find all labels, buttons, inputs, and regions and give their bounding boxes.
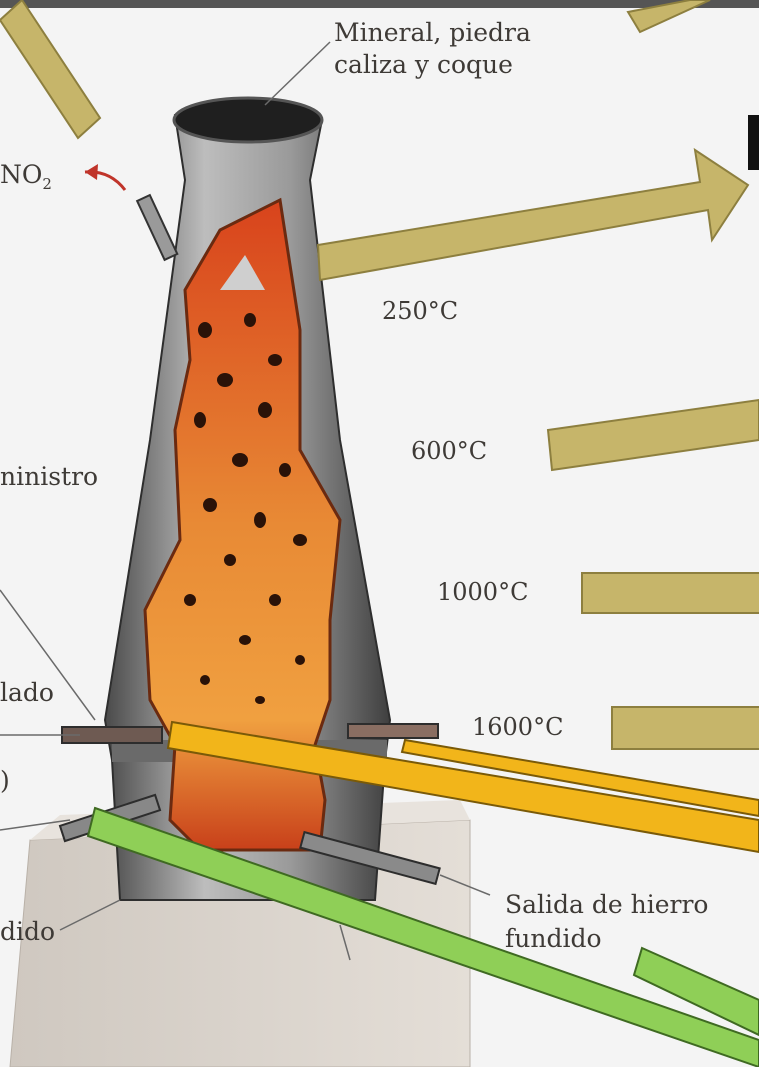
temp-1600: 1600°C	[472, 712, 563, 742]
cropped-glyph	[748, 115, 759, 170]
tuyere-right	[348, 724, 438, 738]
bar-600	[548, 400, 759, 470]
label-outlet-line1: Salida de hierro	[505, 890, 708, 920]
label-gas: NO2	[0, 160, 52, 199]
temp-600: 600°C	[411, 436, 487, 466]
temp-1000: 1000°C	[437, 577, 528, 607]
label-blown: lado	[0, 678, 54, 708]
furnace-mouth	[174, 98, 322, 142]
top-border	[0, 0, 759, 8]
label-molten: dido	[0, 917, 55, 947]
label-supply: ninistro	[0, 462, 98, 492]
label-outlet-line2: fundido	[505, 924, 602, 954]
label-input-line2: caliza y coque	[334, 50, 513, 80]
temp-250: 250°C	[382, 296, 458, 326]
label-input-line1: Mineral, piedra	[334, 18, 531, 48]
bar-1000	[582, 573, 759, 613]
diagonal-bar-top-left	[0, 0, 100, 138]
label-paren: )	[0, 766, 10, 796]
right-arrow-icon	[318, 150, 748, 280]
bar-1600	[612, 707, 759, 749]
gas-outlet-pipe	[137, 195, 177, 260]
